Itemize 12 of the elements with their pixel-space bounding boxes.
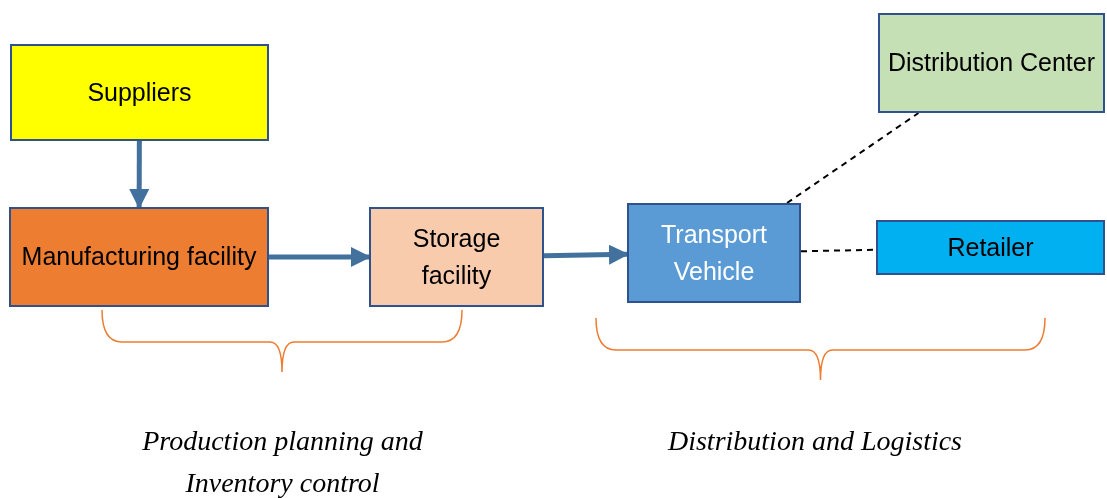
arrow: [129, 141, 150, 209]
process-box: Transport Vehicle: [627, 203, 801, 303]
process-box: Storage facility: [369, 207, 544, 307]
process-box: Distribution Center: [878, 13, 1105, 113]
dashed-line: [786, 112, 920, 204]
arrow: [543, 244, 629, 265]
group-caption: Distribution and Logistics: [666, 424, 963, 458]
process-box: Suppliers: [10, 44, 269, 141]
process-box: Retailer: [876, 220, 1105, 275]
arrow: [269, 247, 371, 267]
group-caption: Production planning and Inventory control: [141, 424, 424, 498]
process-box: Manufacturing facility: [9, 207, 269, 307]
